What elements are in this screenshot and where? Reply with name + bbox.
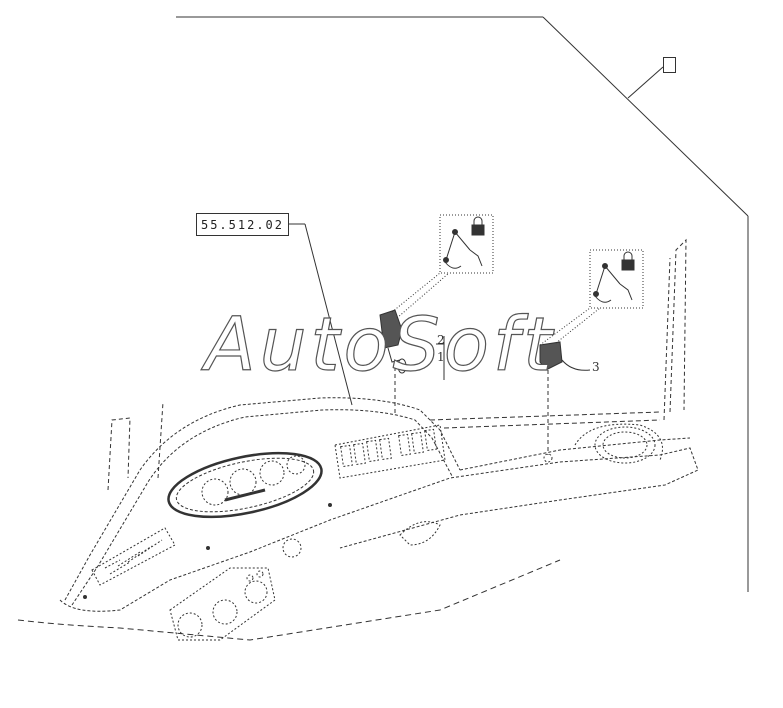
switch-panel-left <box>91 527 176 586</box>
instrument-cluster <box>167 451 323 519</box>
lower-console <box>169 567 276 641</box>
reference-label[interactable]: 55.512.02 <box>196 213 289 236</box>
switch-item-3 <box>539 341 591 463</box>
small-marks <box>83 503 332 599</box>
decal-2 <box>539 249 644 346</box>
callout-2: 2 <box>437 333 445 347</box>
misc-components <box>282 423 663 558</box>
decal-1 <box>391 214 494 319</box>
padlock-icon <box>471 216 485 236</box>
switch-item-1 <box>379 309 407 415</box>
callout-3: 3 <box>592 360 600 374</box>
rear-panel-lines <box>17 411 661 641</box>
sheet-marker-box <box>663 57 676 73</box>
callout-1: 1 <box>437 350 445 364</box>
loader-arm-lock-icon <box>621 251 635 271</box>
cab-pillars <box>107 238 687 491</box>
dashboard-shell <box>59 397 699 612</box>
reference-leader <box>289 223 353 406</box>
switch-panel-right <box>334 424 446 479</box>
frame-lines <box>176 16 749 592</box>
